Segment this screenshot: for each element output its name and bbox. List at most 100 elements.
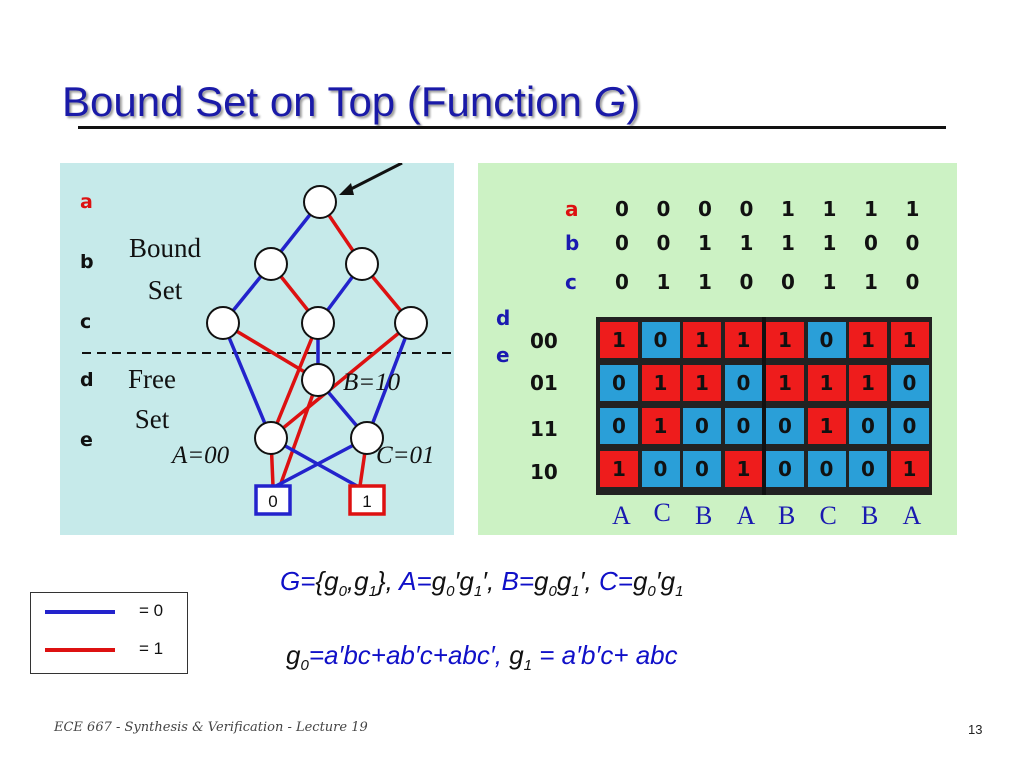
f1-a-rhs2: ′g	[454, 566, 474, 596]
var-label-d: d	[80, 369, 94, 391]
kmap-cell: 1	[600, 451, 638, 487]
f2-g1-rhs: = a′b′c+ abc	[532, 640, 678, 670]
kmap-cell: 1	[641, 365, 680, 401]
kmap-bottom-label: C	[653, 498, 671, 527]
kmap-bottom-label: A	[736, 501, 756, 530]
kmap-col-header-cell: 0	[739, 197, 754, 221]
f1-g-eq: G=	[280, 566, 316, 596]
root-pointer-arrowhead	[339, 183, 354, 195]
kmap-bottom-label: A	[902, 501, 922, 530]
kmap-cell: 0	[849, 408, 887, 444]
var-label-b: b	[80, 251, 94, 273]
f1-b-rhs2: g	[556, 566, 572, 596]
kmap-cell: 0	[890, 408, 929, 444]
kmap-bottom-label: A	[612, 501, 631, 530]
f1-c-rhs2-sub: 1	[675, 583, 684, 601]
f1-a-tail: ′,	[482, 566, 502, 596]
kmap-cell: 1	[766, 365, 804, 401]
node-e1	[254, 421, 288, 455]
f1-b-tail: ′,	[579, 566, 599, 596]
var-label-e: e	[80, 429, 93, 451]
f1-b-rhs2-sub: 1	[571, 583, 580, 601]
edge-d-t0	[278, 379, 320, 487]
kmap-col-header-cell: 1	[781, 197, 795, 221]
bdd-panel: 0 1 a b c d e Bound Set Free Set B=10 A=…	[60, 163, 454, 535]
edge-legend: = 0 = 1	[30, 592, 188, 674]
kmap-var-e: e	[496, 343, 510, 367]
kmap-col-header-cell: 1	[656, 270, 671, 294]
edge-c1-d	[222, 321, 319, 382]
node-e2	[350, 421, 384, 455]
formula-line-1: G={g0,g1}, A=g0′g1′, B=g0g1′, C=g0′g1	[280, 566, 683, 600]
kmap-col-header-cell: 0	[781, 270, 795, 294]
kmap-col-header-cell: 0	[615, 197, 629, 221]
kmap-cell: 1	[890, 322, 929, 358]
edge-c1-e1	[221, 322, 273, 439]
f1-a-rhs2-sub: 1	[473, 583, 483, 601]
f1-c-rhs2: ′g	[655, 566, 676, 596]
title-main: Bound Set on Top (Function	[62, 78, 594, 125]
kmap-cell: 0	[600, 408, 638, 444]
kmap-bottom-label: B	[861, 501, 879, 530]
title-function-var: G	[593, 78, 627, 125]
node-a	[303, 185, 337, 219]
kmap-col-header-cell: 1	[739, 231, 754, 255]
f1-b-eq: B=	[501, 566, 535, 596]
kmap-bottom-label: C	[819, 501, 837, 530]
node-label-c: C=01	[376, 442, 435, 469]
f2-g0-rhs: =a′bc+ab′c+abc′,	[308, 640, 510, 670]
kmap-cell: 0	[683, 408, 721, 444]
bound-set-label-line1: Bound	[128, 233, 201, 263]
f1-b-rhs1: g	[534, 566, 549, 596]
f1-c-rhs1: g	[632, 566, 648, 596]
edge-c3-e1	[269, 321, 413, 440]
f2-g0-sub: 0	[300, 657, 309, 675]
slide-title: Bound Set on Top (Function G)	[62, 78, 640, 126]
edge-e2-t0	[275, 436, 368, 488]
kmap-cell: 0	[600, 365, 638, 401]
kmap-cell: 1	[849, 365, 887, 401]
free-set-label: Free Set	[104, 359, 200, 439]
legend-line-zero	[45, 610, 115, 614]
f1-sub0: 0	[338, 583, 347, 601]
kmap-row-label: 00	[530, 329, 558, 353]
kmap-var-d: d	[496, 306, 511, 330]
kmap-cell: 1	[890, 451, 929, 487]
kmap-col-header-cell: 1	[905, 197, 920, 221]
node-c2	[301, 306, 335, 340]
terminal-0	[254, 484, 292, 516]
kmap-row-label: 10	[530, 460, 558, 484]
kmap-var-a: a	[565, 197, 579, 221]
legend-label-one: = 1	[139, 639, 164, 658]
kmap-col-header-cell: 0	[905, 231, 920, 255]
kmap-col-header-cell: 1	[698, 231, 712, 255]
kmap-cell: 0	[724, 408, 763, 444]
terminal-0-label: 0	[268, 492, 277, 511]
f1-a-rhs1: g	[431, 566, 447, 596]
kmap-col-header-cell: 1	[822, 270, 837, 294]
kmap-col-header-cell: 1	[698, 270, 712, 294]
kmap-col-header-cell: 1	[864, 197, 878, 221]
f1-c-rhs1-sub: 0	[647, 583, 656, 601]
terminal-1-label: 1	[362, 492, 371, 511]
f2-g0: g	[286, 640, 301, 670]
kmap-cell: 0	[849, 451, 887, 487]
f1-sub1: 1	[368, 583, 377, 601]
kmap-cell: 0	[641, 451, 680, 487]
formula-line-2: g0=a′bc+ab′c+abc′, g1 = a′b′c+ abc	[286, 640, 678, 674]
node-b2	[345, 247, 379, 281]
kmap-cell: 1	[807, 365, 846, 401]
kmap-cell: 1	[683, 365, 721, 401]
kmap-cell: 1	[849, 322, 887, 358]
terminal-1	[348, 484, 386, 516]
f1-set-close: },	[376, 566, 400, 596]
kmap-cell: 1	[683, 322, 721, 358]
kmap-col-header-cell: 1	[822, 231, 837, 255]
kmap-cell: 0	[683, 451, 721, 487]
kmap-cell: 0	[724, 365, 763, 401]
legend-label-zero: = 0	[139, 601, 164, 620]
kmap-cell: 1	[766, 322, 804, 358]
edge-c2-e1	[269, 322, 320, 439]
